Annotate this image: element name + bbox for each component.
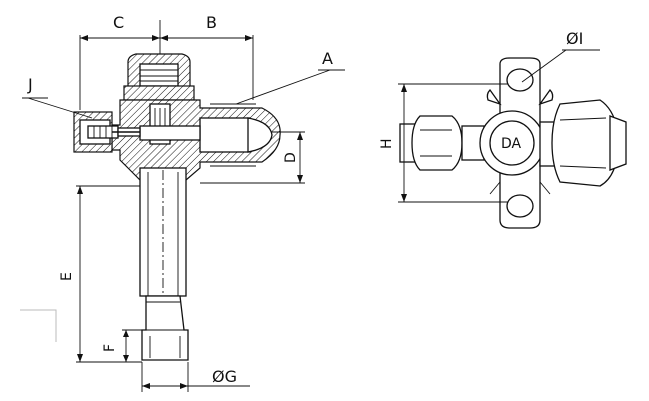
dimension-d <box>200 131 305 184</box>
leader-a <box>235 69 331 105</box>
frame-corner <box>20 309 57 342</box>
tube <box>139 167 189 361</box>
leader-j <box>27 97 93 119</box>
top-cap <box>123 53 195 101</box>
label-j: J <box>27 75 33 94</box>
dimension-g <box>141 362 250 392</box>
dimension-h <box>398 83 508 203</box>
label-i: ØI <box>566 29 583 48</box>
right-flare-nut <box>539 99 627 187</box>
label-e: E <box>59 272 75 281</box>
section-view: C B <box>20 13 345 392</box>
label-d: D <box>283 152 299 163</box>
logo-text: DA <box>501 136 522 152</box>
left-flare-nut <box>399 115 485 171</box>
valve-body <box>111 99 281 181</box>
label-a: A <box>322 49 333 68</box>
service-port <box>73 111 141 153</box>
dimension-f <box>122 329 144 362</box>
label-g: ØG <box>212 367 237 386</box>
leader-i <box>521 49 567 83</box>
label-c: C <box>113 13 124 32</box>
label-f: F <box>102 344 118 352</box>
dimension-e <box>76 185 142 363</box>
top-view: DA H ØI <box>379 29 627 229</box>
label-b: B <box>206 13 217 32</box>
label-h: H <box>379 138 395 149</box>
dimension-top <box>79 20 254 110</box>
